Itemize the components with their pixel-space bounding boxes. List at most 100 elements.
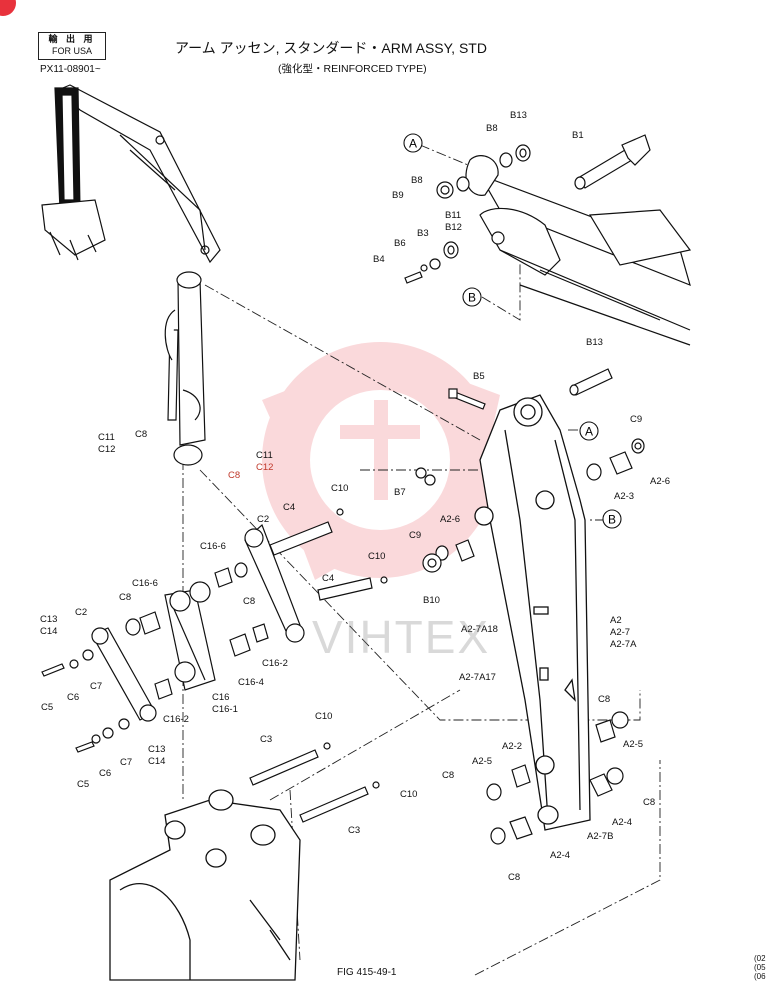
- label-b9: B9: [392, 190, 404, 201]
- label-c10-d: C10: [400, 789, 417, 800]
- label-b10: B10: [423, 595, 440, 606]
- arm-body: [474, 394, 591, 831]
- label-a2-5-l: A2-5: [472, 756, 492, 767]
- label-c8-cyl: C8: [135, 429, 147, 440]
- label-c8-link: C8: [243, 596, 255, 607]
- arm-cylinder: [164, 271, 206, 466]
- label-c14-a: C14: [40, 626, 57, 637]
- label-c6-b: C6: [99, 768, 111, 779]
- page-subtitle: (強化型・REINFORCED TYPE): [278, 63, 427, 75]
- label-c16-2-b: C16-2: [163, 714, 189, 725]
- label-c6-a: C6: [67, 692, 79, 703]
- label-c2-a: C2: [257, 514, 269, 525]
- label-c4-a: C4: [283, 502, 295, 513]
- label-c12-left: C12: [98, 444, 115, 455]
- label-a2-3: A2-3: [614, 491, 634, 502]
- badge-line-1: 輸 出 用: [48, 34, 96, 44]
- bolt-b5: [448, 388, 486, 410]
- callout-a-arm-label: A: [585, 425, 593, 439]
- page-corner-marker: [0, 0, 16, 16]
- label-b13-top: B13: [510, 110, 527, 121]
- label-c13-b: C13: [148, 744, 165, 755]
- label-c11-right: C11: [256, 450, 273, 461]
- label-a2-5-r: A2-5: [623, 739, 643, 750]
- label-a2-6-top: A2-6: [650, 476, 670, 487]
- excavator-thumbnail: [41, 84, 221, 264]
- label-c10-c: C10: [315, 711, 332, 722]
- label-a2-7b: A2-7B: [587, 831, 613, 842]
- label-c16: C16: [212, 692, 229, 703]
- label-c16-1: C16-1: [212, 704, 238, 715]
- callout-a-arm: A: [579, 421, 599, 441]
- label-c8-r2: C8: [643, 797, 655, 808]
- label-b4: B4: [373, 254, 385, 265]
- label-c9-mid: C9: [409, 530, 421, 541]
- label-c10-a: C10: [331, 483, 348, 494]
- label-a2: A2: [610, 615, 622, 626]
- model-serial: PX11-08901~: [40, 64, 101, 75]
- page-title: アーム アッセン, スタンダード・ARM ASSY, STD: [175, 40, 487, 56]
- label-c8-c: C8: [119, 592, 131, 603]
- label-c16-2-a: C16-2: [262, 658, 288, 669]
- label-c12-right: C12: [256, 462, 273, 473]
- label-c3-b: C3: [348, 825, 360, 836]
- label-c5-a: C5: [41, 702, 53, 713]
- label-a2-7a17: A2-7A17: [459, 672, 496, 683]
- label-b1: B1: [572, 130, 584, 141]
- side-code-1: (02: [754, 954, 766, 963]
- badge-line-2: FOR USA: [51, 46, 92, 56]
- callout-b-top: B: [462, 287, 482, 307]
- label-c10-b: C10: [368, 551, 385, 562]
- callout-a-top-label: A: [409, 137, 417, 151]
- label-c3-a: C3: [260, 734, 272, 745]
- label-a2-2: A2-2: [502, 741, 522, 752]
- hardware-top: [404, 144, 531, 284]
- part-labels: B13 B8 B1 B8 B9 B11 B12 B3 B6 B4 B13 B5 …: [40, 110, 670, 883]
- export-badge: 輸 出 用 FOR USA: [38, 32, 106, 60]
- callout-b-top-label: B: [468, 291, 476, 305]
- label-c4-b: C4: [322, 573, 334, 584]
- callout-a-top: A: [403, 133, 423, 153]
- label-c16-6-b: C16-6: [132, 578, 158, 589]
- label-c11-left: C11: [98, 432, 115, 443]
- label-a2-6-mid: A2-6: [440, 514, 460, 525]
- figure-label: FIG 415-49-1: [337, 967, 397, 978]
- pin-b13-arm: [569, 368, 613, 396]
- label-b12: B12: [445, 222, 462, 233]
- watermark-text: VIHTEX: [312, 611, 491, 663]
- label-c16-4: C16-4: [238, 677, 264, 688]
- label-c8-l: C8: [442, 770, 454, 781]
- links-and-pins: [41, 508, 388, 823]
- label-b8-top: B8: [486, 123, 498, 134]
- label-a2-7a: A2-7A: [610, 639, 637, 650]
- label-b11: B11: [445, 210, 461, 221]
- label-a2-4-l: A2-4: [550, 850, 570, 861]
- label-c9-top: C9: [630, 414, 642, 425]
- label-b5: B5: [473, 371, 485, 382]
- label-b3: B3: [417, 228, 429, 239]
- label-a2-7a18: A2-7A18: [461, 624, 498, 635]
- label-b6: B6: [394, 238, 406, 249]
- label-b7: B7: [394, 487, 406, 498]
- boom-cylinder-assembly: [465, 155, 692, 346]
- side-code-3: (06: [754, 972, 766, 981]
- callout-b-arm: B: [602, 509, 622, 529]
- label-c7-a: C7: [90, 681, 102, 692]
- label-c5-b: C5: [77, 779, 89, 790]
- side-code-2: (05: [754, 963, 766, 972]
- label-c16-6-a: C16-6: [200, 541, 226, 552]
- callout-b-arm-label: B: [608, 513, 616, 527]
- label-c14-b: C14: [148, 756, 165, 767]
- label-c8-r1: C8: [598, 694, 610, 705]
- label-c8-red: C8: [228, 470, 240, 481]
- bushings-arm: [415, 438, 645, 845]
- label-b8-mid: B8: [411, 175, 423, 186]
- label-c8-bot: C8: [508, 872, 520, 883]
- label-a2-7: A2-7: [610, 627, 630, 638]
- bucket: [109, 789, 301, 981]
- pin-b1: [574, 134, 651, 190]
- label-c13-a: C13: [40, 614, 57, 625]
- label-a2-4-r: A2-4: [612, 817, 632, 828]
- label-c2-b: C2: [75, 607, 87, 618]
